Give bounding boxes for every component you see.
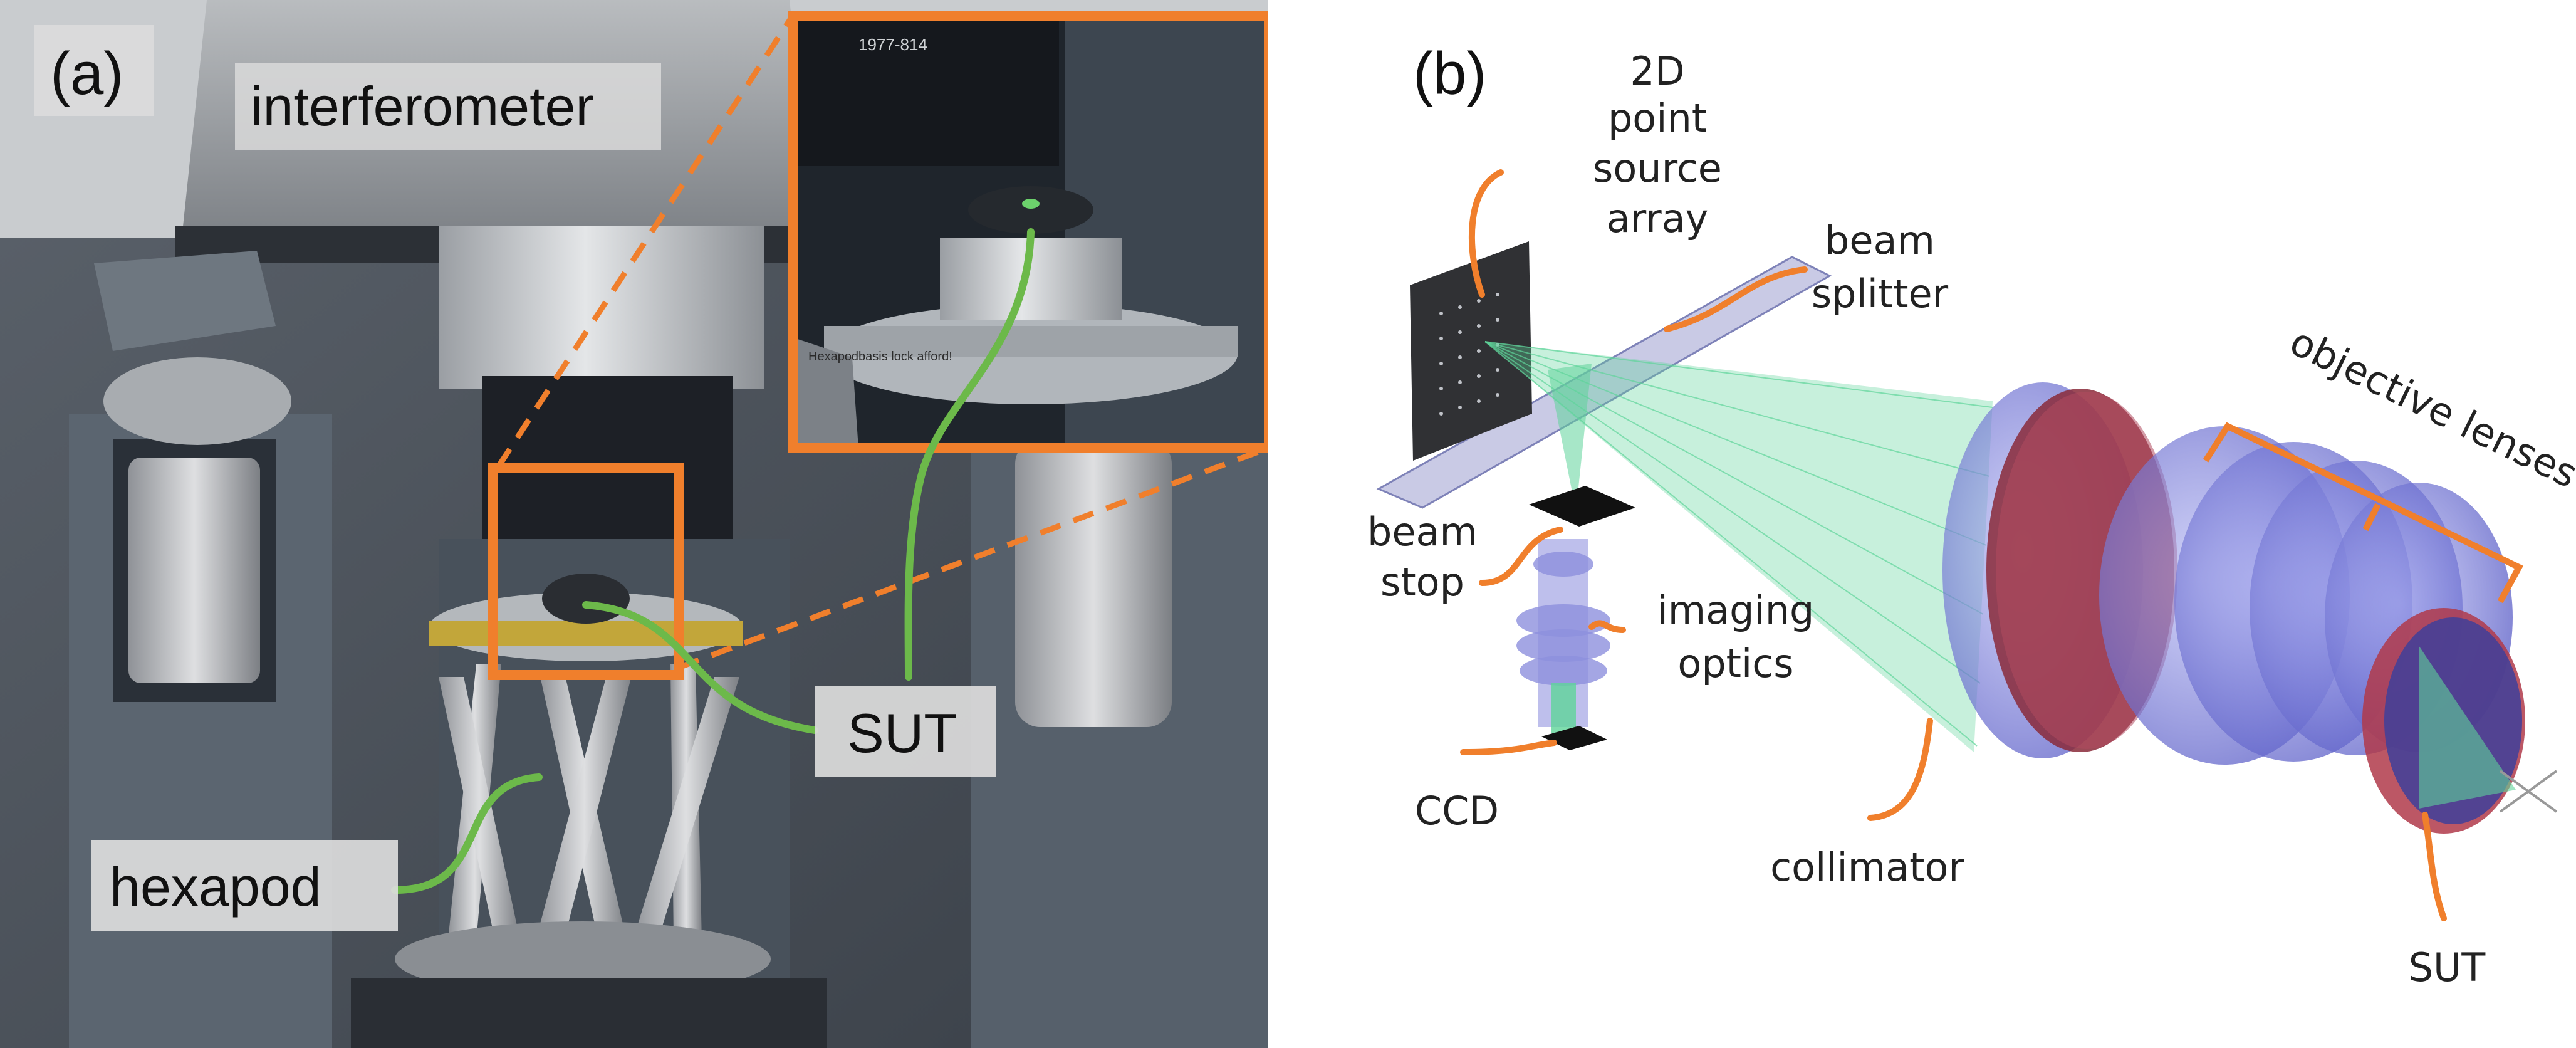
inset-sticker: Hexapodbasis lock afford! xyxy=(808,350,952,364)
label-sut-b: SUT xyxy=(2409,945,2486,990)
sut-label-a: SUT xyxy=(847,702,957,764)
label-imaging-2: optics xyxy=(1677,641,1793,686)
leader-imaging xyxy=(1588,620,1626,633)
inset-frame xyxy=(788,11,1268,453)
label-stop-2: stop xyxy=(1380,559,1464,605)
inset-zoom: 1977-814 Hexapodbasis lock afford! xyxy=(793,16,1268,448)
label-source-2: point xyxy=(1608,95,1707,141)
leader-collimator xyxy=(1867,718,1933,821)
label-stop-1: beam xyxy=(1367,509,1478,555)
panel-a-tag: (a) xyxy=(50,40,123,107)
objective-bracket xyxy=(2203,422,2523,604)
label-splitter-1: beam xyxy=(1825,217,1935,263)
leader-source xyxy=(1469,169,1504,298)
sut-label-box xyxy=(815,686,996,777)
objective-bracket-tick xyxy=(2362,503,2381,532)
panel-b-tag: (b) xyxy=(1413,40,1486,107)
label-source-1: 2D xyxy=(1630,48,1684,94)
point-source-dots xyxy=(1439,293,1499,416)
label-source-3: source xyxy=(1593,145,1722,191)
panel-b-diagram: (b) xyxy=(1367,40,2576,990)
hexapod-legs xyxy=(439,664,739,940)
left-duct xyxy=(94,251,276,351)
leader-splitter xyxy=(1664,266,1808,332)
lens-mount-black xyxy=(482,376,733,539)
stage-plate-band xyxy=(429,621,743,646)
ray-cone-collimator xyxy=(1485,342,1993,752)
left-pillar xyxy=(128,458,260,683)
leader-sut xyxy=(2422,812,2447,921)
interferometer-label: interferometer xyxy=(251,75,594,137)
hexapod-label: hexapod xyxy=(110,856,321,918)
sut-dome xyxy=(542,574,630,624)
beam-splitter-plate xyxy=(1376,256,1832,509)
ray-cone-down xyxy=(1548,364,1592,511)
zoom-line-top xyxy=(496,14,795,469)
label-source-4: array xyxy=(1607,196,1709,241)
hexapod-label-box xyxy=(91,840,398,931)
leader-ccd xyxy=(1460,740,1557,755)
leader-lines xyxy=(1460,169,2447,921)
interferometer-label-box xyxy=(235,63,661,150)
beam-stop-plate xyxy=(1529,486,1635,527)
imaging-optics xyxy=(1516,539,1610,733)
label-splitter-2: splitter xyxy=(1812,271,1949,317)
ccd-plate xyxy=(1541,726,1607,750)
hexapod-pointer xyxy=(391,773,543,894)
label-ccd: CCD xyxy=(1415,788,1499,834)
label-imaging-1: imaging xyxy=(1657,587,1815,633)
leader-stop xyxy=(1479,527,1563,586)
floor-shadow xyxy=(351,978,827,1048)
label-collimator: collimator xyxy=(1770,844,1964,890)
point-source-array xyxy=(1410,241,1532,461)
highlight-box xyxy=(488,463,684,680)
panel-a-photo: 1977-814 Hexapodbasis lock afford! (a) i… xyxy=(0,0,1268,1048)
sut-pointer-photo xyxy=(582,601,818,734)
left-flange xyxy=(103,357,291,445)
sut-lens xyxy=(2362,608,2558,834)
inset-serial: 1977-814 xyxy=(858,35,927,54)
panel-a-tag-box xyxy=(34,25,154,116)
sut-pointer-inset xyxy=(904,228,1035,681)
right-pillar xyxy=(1015,439,1172,727)
